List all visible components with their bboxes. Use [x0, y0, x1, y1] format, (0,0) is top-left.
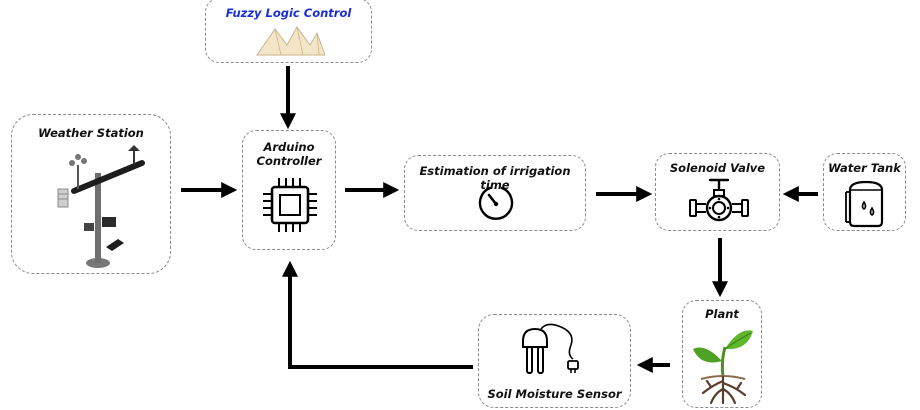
soil-moisture-sensor-node: Soil Moisture Sensor — [478, 314, 631, 408]
plant-label: Plant — [705, 307, 739, 321]
water-tank-node: Water Tank — [823, 153, 906, 231]
soil-moisture-sensor-label: Soil Moisture Sensor — [487, 387, 622, 401]
water-tank-label: Water Tank — [828, 161, 901, 175]
arduino-label-line2: Controller — [256, 154, 322, 168]
sensor-icon — [522, 323, 579, 374]
arduino-label-line1: Arduino — [263, 140, 315, 154]
plant-node: Plant — [682, 300, 762, 408]
arrow-soil-to-arduino — [282, 260, 473, 369]
weather-station-icon — [57, 145, 145, 268]
solenoid-valve-label: Solenoid Valve — [669, 161, 766, 175]
gauge-icon — [478, 186, 514, 220]
mountains-icon — [256, 26, 325, 56]
weather-station-node: Weather Station — [11, 114, 171, 274]
estimation-node: Estimation of irrigation time — [404, 155, 586, 231]
weather-station-label: Weather Station — [38, 126, 144, 140]
tank-icon — [845, 180, 884, 228]
plant-icon — [693, 330, 753, 405]
chip-icon — [263, 178, 317, 232]
valve-icon — [689, 178, 749, 222]
fuzzy-logic-label: Fuzzy Logic Control — [225, 6, 352, 20]
solenoid-valve-node: Solenoid Valve — [655, 153, 780, 231]
fuzzy-logic-node: Fuzzy Logic Control — [205, 0, 372, 63]
arduino-controller-node: Arduino Controller — [242, 130, 336, 250]
